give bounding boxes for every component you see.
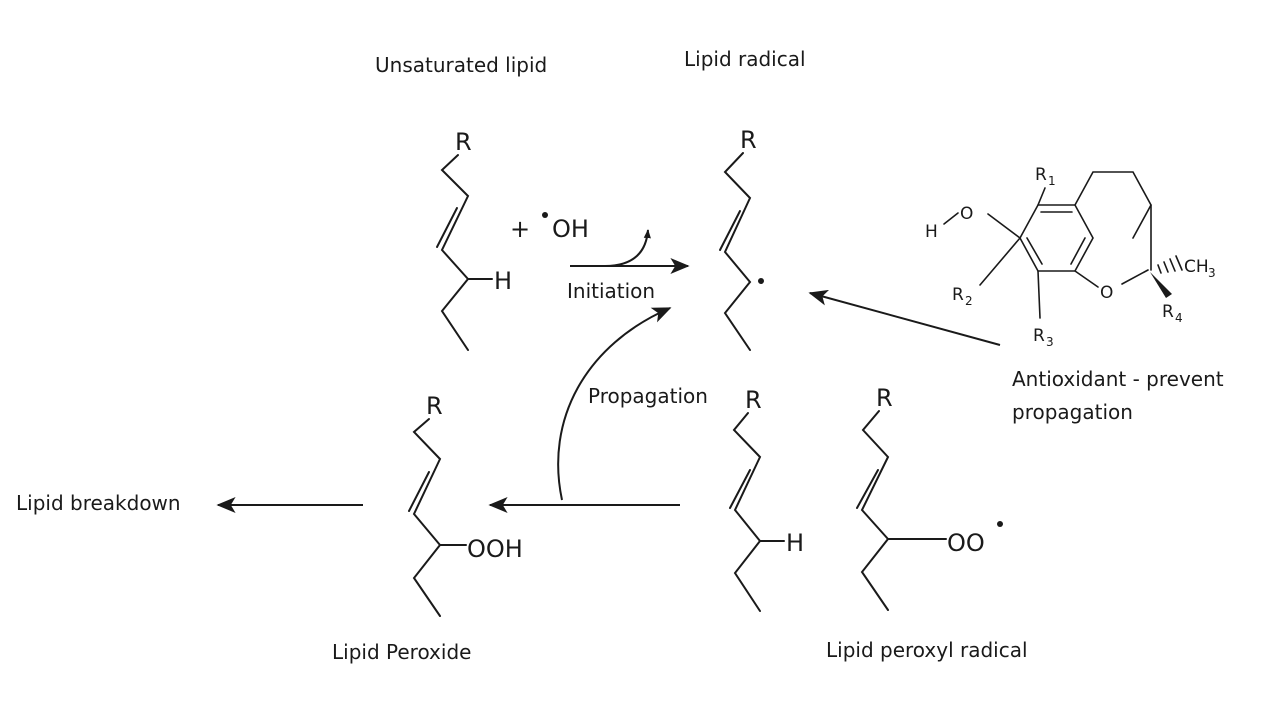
hydroxyl-oxygen: O [960, 204, 973, 224]
hydroxyl-hydrogen: H [925, 222, 938, 242]
radical-dot [758, 278, 764, 284]
lipid-peroxyl-radical-structure: R OO [856, 384, 1003, 611]
label-antioxidant-line2: propagation [1012, 400, 1133, 424]
r3-subscript: 3 [1046, 335, 1054, 349]
r1-subscript: 1 [1048, 174, 1056, 188]
plus-sign: + [510, 215, 530, 243]
propagation-arrows [488, 307, 680, 513]
r-group: R [876, 384, 893, 412]
r-group: R [745, 386, 762, 414]
lipid-radical-structure: R [719, 126, 764, 351]
unsaturated-lipid-structure-2: R H [729, 386, 804, 612]
label-antioxidant-line1: Antioxidant - prevent [1012, 367, 1224, 391]
methyl-label: CH [1184, 257, 1209, 277]
initiation-arrow [570, 229, 690, 274]
r-group: R [426, 392, 443, 420]
r2-subscript: 2 [965, 294, 973, 308]
hydrogen-atom: H [494, 267, 512, 295]
r2-group: R [952, 285, 964, 305]
ring-oxygen: O [1100, 283, 1113, 303]
hydroperoxide-label: OOH [467, 535, 523, 563]
peroxyl-label: OO [947, 529, 985, 557]
r4-group: R [1162, 302, 1174, 322]
antioxidant-arrow [808, 289, 1001, 346]
hydrogen-atom: H [786, 529, 804, 557]
label-unsaturated-lipid: Unsaturated lipid [375, 53, 547, 77]
radical-dot [542, 212, 548, 218]
lipid-peroxide-structure: R OOH [408, 392, 523, 617]
r4-subscript: 4 [1175, 311, 1183, 325]
label-initiation: Initiation [567, 279, 655, 303]
hydroxyl-label: OH [552, 215, 589, 243]
label-lipid-peroxyl-radical: Lipid peroxyl radical [826, 638, 1028, 662]
antioxidant-structure: O CH 3 R 4 R 1 O H R 2 R 3 [925, 165, 1216, 349]
r-group: R [455, 128, 472, 156]
label-lipid-peroxide: Lipid Peroxide [332, 640, 471, 664]
label-propagation: Propagation [588, 384, 708, 408]
r3-group: R [1033, 326, 1045, 346]
methyl-subscript: 3 [1208, 266, 1216, 280]
r1-group: R [1035, 165, 1047, 185]
unsaturated-lipid-structure: R H [436, 128, 512, 351]
radical-dot [997, 521, 1003, 527]
hydroxyl-radical: + OH [510, 212, 589, 243]
label-lipid-breakdown: Lipid breakdown [16, 491, 181, 515]
r-group: R [740, 126, 757, 154]
label-lipid-radical: Lipid radical [684, 47, 806, 71]
wedge-bond [1150, 272, 1172, 298]
